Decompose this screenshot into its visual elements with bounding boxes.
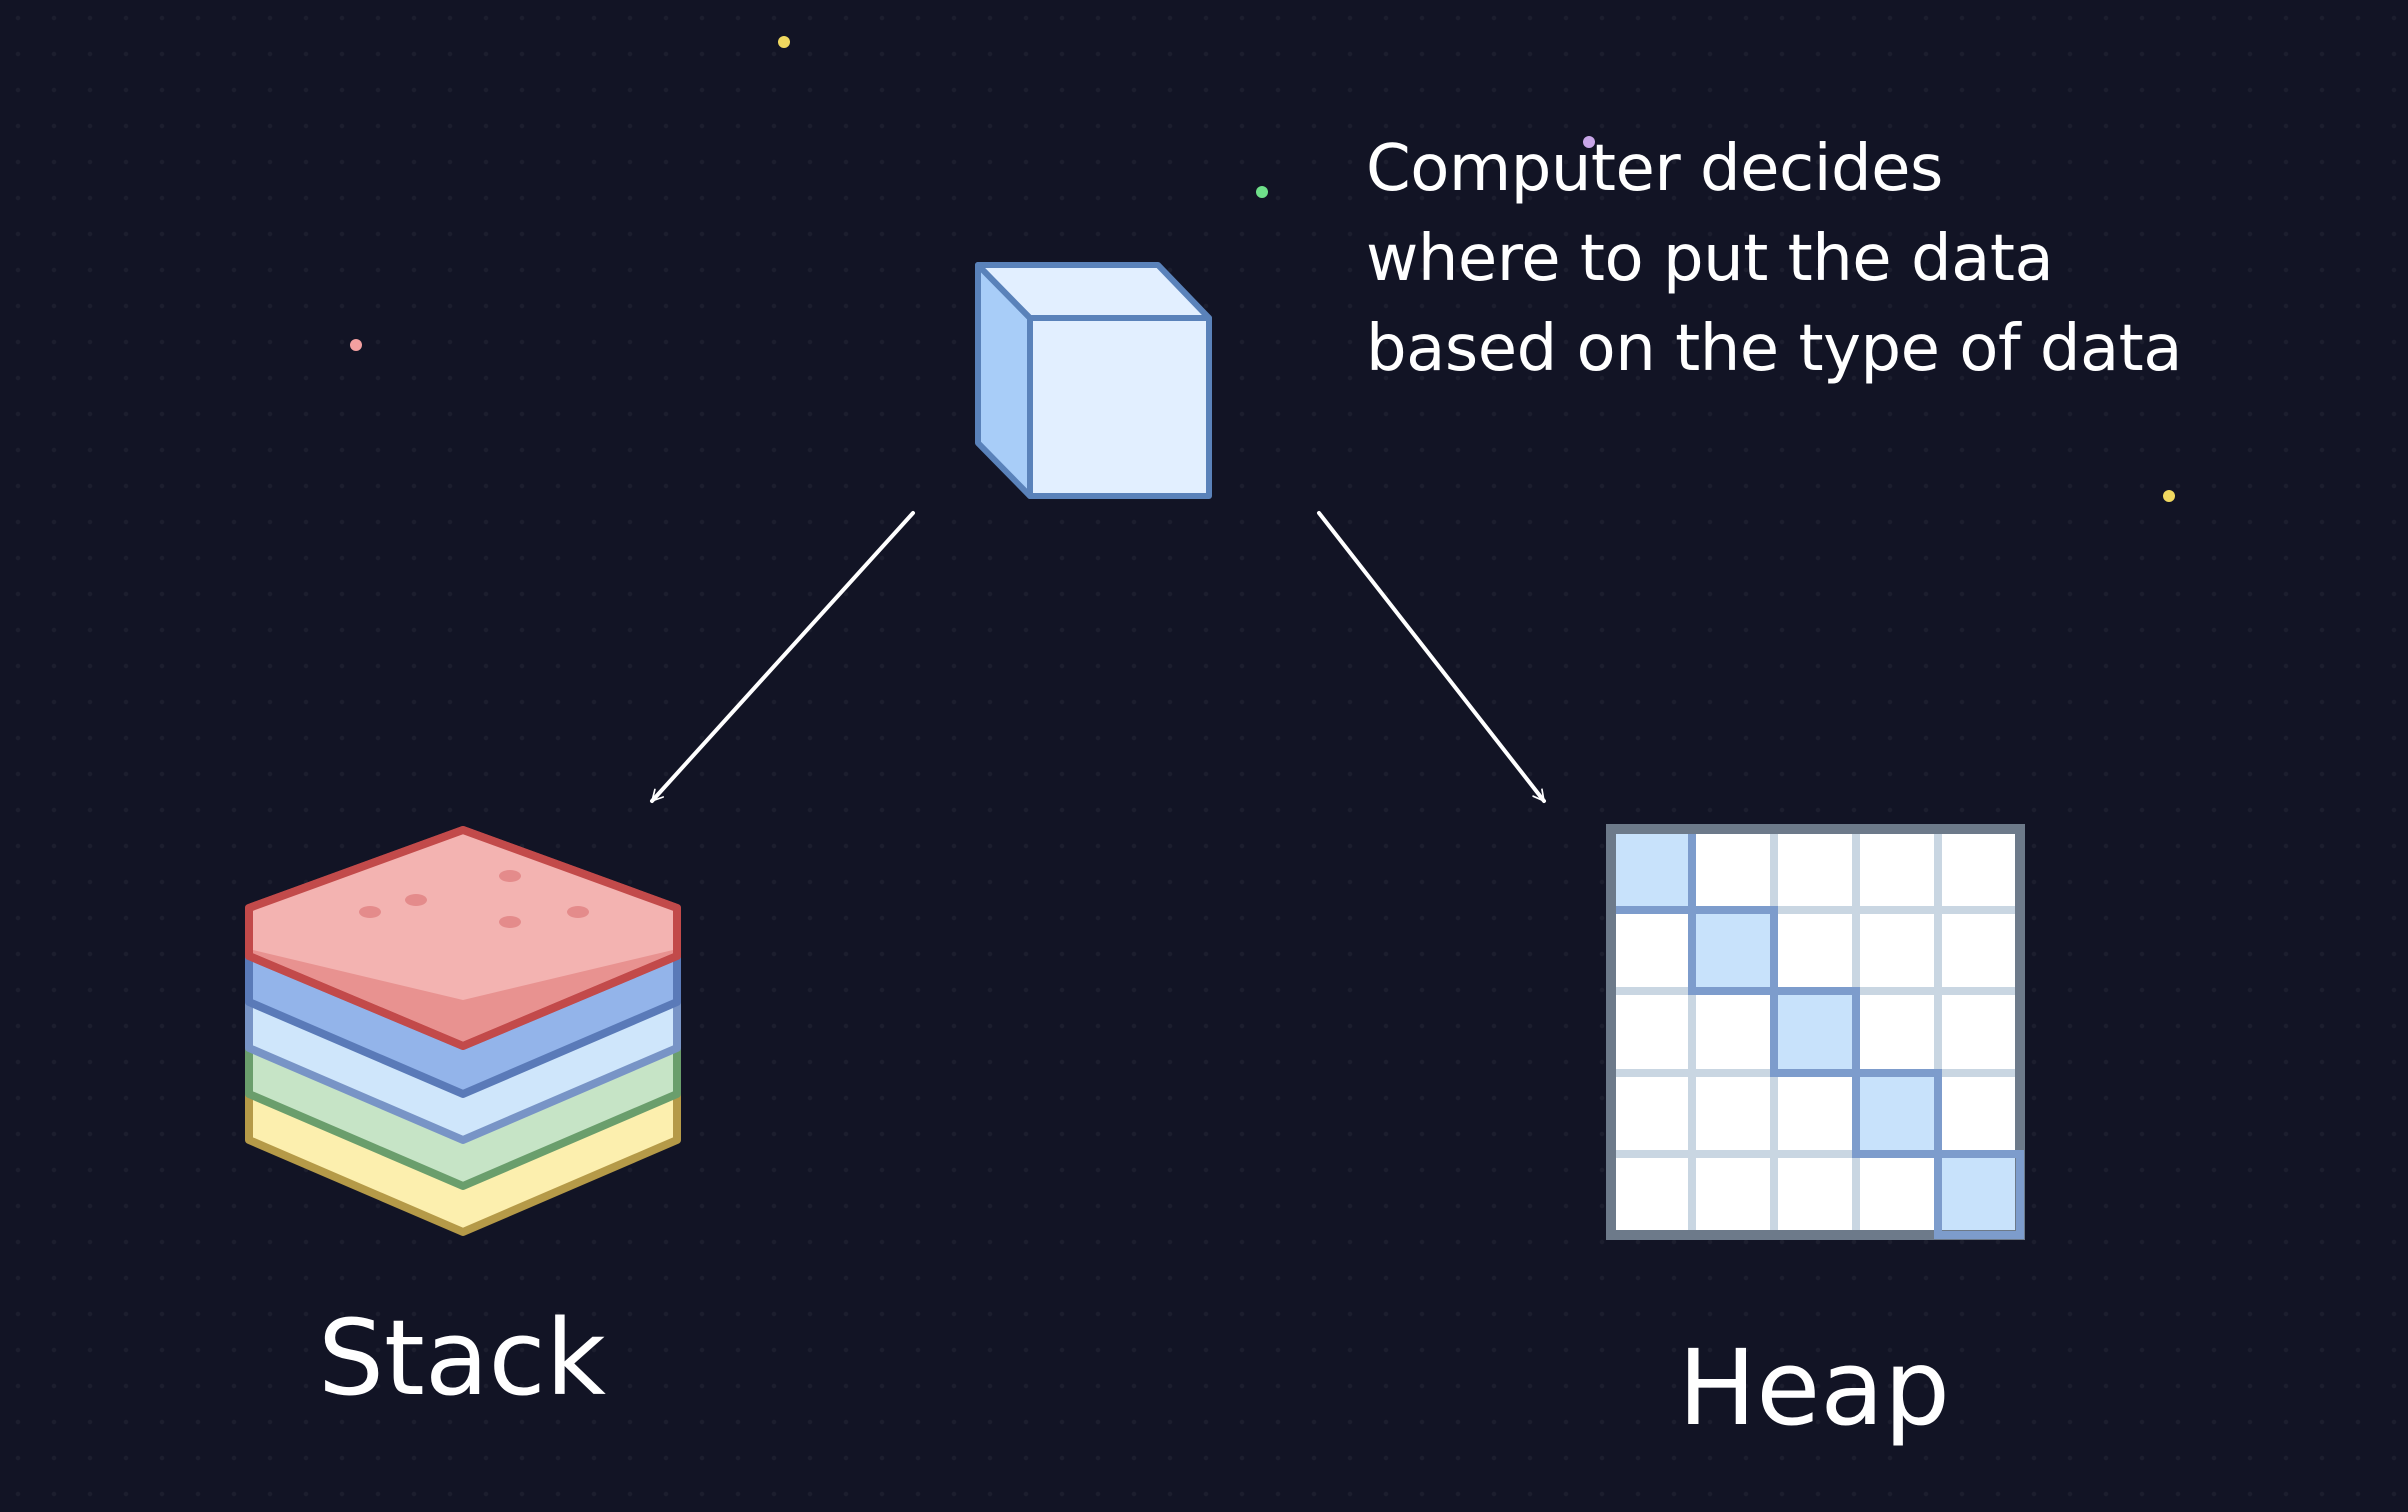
stack-label: Stack [318,1297,606,1419]
sparkle-dot [350,339,362,351]
caption-line: based on the type of data [1366,312,2182,386]
sparkle-dot [1256,186,1268,198]
arrow-to-heap [1317,511,1546,803]
cube-icon [975,262,1212,499]
heap-label: Heap [1678,1327,1950,1449]
sparkle-dot [2163,490,2175,502]
caption-line: Computer decides [1366,132,1943,206]
caption-line: where to put the data [1366,222,2054,296]
layered-stack-icon [245,826,681,1236]
diagram-caption: Computer decides where to put the data b… [1366,124,2366,394]
arrow-to-stack [650,511,915,803]
grid-heap-icon [1606,824,2025,1240]
sparkle-dot [778,36,790,48]
sparkle-dot [1583,136,1595,148]
